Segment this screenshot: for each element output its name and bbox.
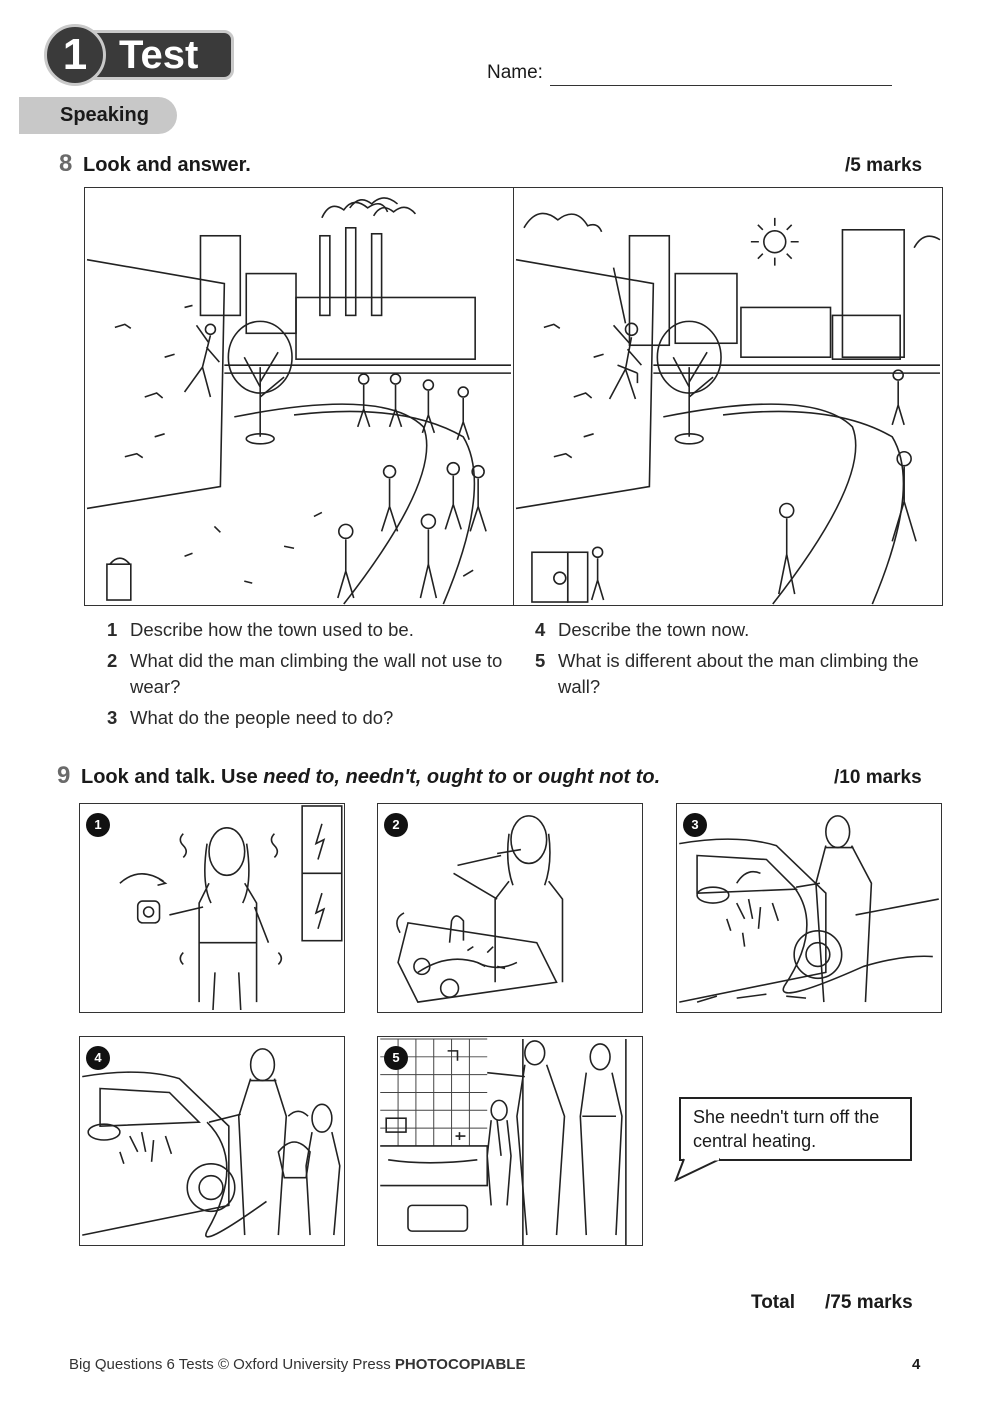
q8-title: Look and answer. <box>83 154 251 176</box>
q9-number: 9 <box>57 762 71 789</box>
picture-4-drawing <box>82 1048 341 1238</box>
test-badge: 1 Test <box>44 24 236 86</box>
picture-1: 1 <box>79 803 345 1013</box>
q9-title-start: Look and talk. Use <box>81 766 264 788</box>
name-label: Name: <box>487 62 543 83</box>
q8-item-3-number: 3 <box>107 707 118 728</box>
q9-marks: /10 marks <box>834 767 922 788</box>
picture-2: 2 <box>377 803 643 1013</box>
q8-item-4-text: Describe the town now. <box>558 619 750 640</box>
q9-phrase-2: ought not to. <box>538 766 661 788</box>
q8-item-3: 3 What do the people need to do? <box>107 705 507 731</box>
q8-marks: /5 marks <box>845 155 923 176</box>
footer-text: Big Questions 6 Tests © Oxford Universit… <box>69 1356 395 1373</box>
picture-4-number: 4 <box>86 1046 110 1070</box>
town-now-illustration <box>513 187 943 606</box>
q9-word-or: or <box>506 766 539 788</box>
town-before-illustration <box>84 187 514 606</box>
test-number: 1 <box>44 24 106 86</box>
q8-item-5-number: 5 <box>535 650 546 671</box>
q8-item-4: 4 Describe the town now. <box>535 617 935 643</box>
q8-item-3-text: What do the people need to do? <box>130 707 394 728</box>
section-title: Speaking <box>19 97 177 134</box>
example-speech-bubble: She needn't turn off the central heating… <box>679 1097 912 1161</box>
q8-item-5-text: What is different about the man climbing… <box>558 650 919 697</box>
picture-2-drawing <box>396 815 564 1003</box>
example-sentence: She needn't turn off the central heating… <box>693 1107 880 1151</box>
q8-item-1-text: Describe how the town used to be. <box>130 619 414 640</box>
q8-item-5: 5 What is different about the man climbi… <box>535 648 935 700</box>
picture-5-drawing <box>380 1038 627 1245</box>
total-label: Total <box>751 1292 795 1313</box>
q8-item-2-number: 2 <box>107 650 118 671</box>
picture-3: 3 <box>676 803 942 1013</box>
q8-item-2: 2 What did the man climbing the wall not… <box>107 648 507 700</box>
name-field[interactable] <box>550 85 892 86</box>
q9-title: Look and talk. Use need to, needn't, oug… <box>81 766 660 789</box>
footer-photocopiable: PHOTOCOPIABLE <box>394 1356 526 1373</box>
picture-3-drawing <box>679 815 939 1003</box>
total-marks: /75 marks <box>825 1292 913 1313</box>
picture-2-number: 2 <box>384 813 408 837</box>
q8-item-1-number: 1 <box>107 619 118 640</box>
q9-phrase-1: need to, needn't, ought to <box>263 766 507 788</box>
picture-5: 5 <box>377 1036 643 1246</box>
picture-1-number: 1 <box>86 813 110 837</box>
q8-item-4-number: 4 <box>535 619 546 640</box>
test-label: Test <box>78 30 234 80</box>
picture-5-number: 5 <box>384 1046 408 1070</box>
town-before-drawing <box>86 197 511 605</box>
q8-item-2-text: What did the man climbing the wall not u… <box>130 650 503 697</box>
q8-item-1: 1 Describe how the town used to be. <box>107 617 507 643</box>
picture-4: 4 <box>79 1036 345 1246</box>
picture-1-drawing <box>119 805 343 1011</box>
town-now-drawing <box>515 212 941 605</box>
speech-bubble-tail <box>674 1158 721 1182</box>
page-number: 4 <box>912 1356 921 1373</box>
footer-copyright: Big Questions 6 Tests © Oxford Universit… <box>69 1356 525 1373</box>
picture-3-number: 3 <box>683 813 707 837</box>
q8-number: 8 <box>59 150 73 177</box>
